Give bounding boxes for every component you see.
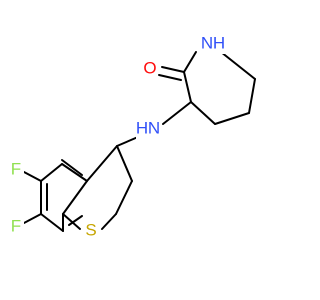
bond-c3prime-c2prime — [115, 180, 133, 215]
bond-layer — [23, 51, 256, 232]
amine-nh-background — [136, 117, 162, 139]
bond-c4prime-c3prime — [116, 145, 133, 182]
lactam-nh-background — [199, 32, 225, 54]
bond-c6-f — [23, 171, 42, 182]
bond-c4-c5 — [214, 112, 250, 125]
bond-c4a-c5 — [61, 163, 88, 182]
atom-lactam-nitrogen: N — [201, 34, 213, 53]
bond-c7-f — [23, 213, 42, 224]
bond-c3-nh — [162, 101, 192, 125]
bond-carbonyl-2 — [158, 74, 182, 81]
atom-lower-fluorine: F — [11, 217, 21, 236]
bond-aromatic-inner-1 — [61, 159, 83, 176]
bond-c3-c4 — [190, 101, 216, 125]
bond-c4a-c8a — [62, 180, 88, 215]
lower-fluorine-background — [8, 215, 24, 237]
atom-amine-nitrogen: N — [148, 119, 160, 138]
atom-lactam-hydrogen: H — [213, 34, 225, 53]
bond-c5-c6 — [248, 78, 256, 114]
bond-c5-c6 — [40, 163, 63, 182]
atom-label-layer: N H O H N F F S — [8, 32, 225, 241]
bond-c7-c8 — [40, 213, 64, 232]
bond-c6-n1 — [220, 51, 256, 80]
bond-c2-c3 — [183, 71, 192, 103]
bond-aromatic-inner-3 — [68, 215, 83, 226]
sulfur-background — [82, 219, 100, 241]
bond-s-c8a — [62, 213, 81, 230]
atom-sulfur: S — [85, 221, 96, 240]
molecule-structure-diagram: N H O H N F F S — [8, 32, 256, 241]
atom-upper-fluorine: F — [11, 160, 21, 179]
oxygen-background — [140, 57, 158, 79]
bond-c4prime-c4a — [86, 145, 118, 182]
bond-c2prime-s — [101, 213, 117, 230]
bond-nh-c2 — [183, 51, 197, 73]
atom-amine-hydrogen: H — [136, 119, 148, 138]
upper-fluorine-background — [8, 158, 24, 180]
bond-carbonyl-1 — [161, 66, 185, 73]
atom-carbonyl-oxygen: O — [143, 59, 156, 78]
